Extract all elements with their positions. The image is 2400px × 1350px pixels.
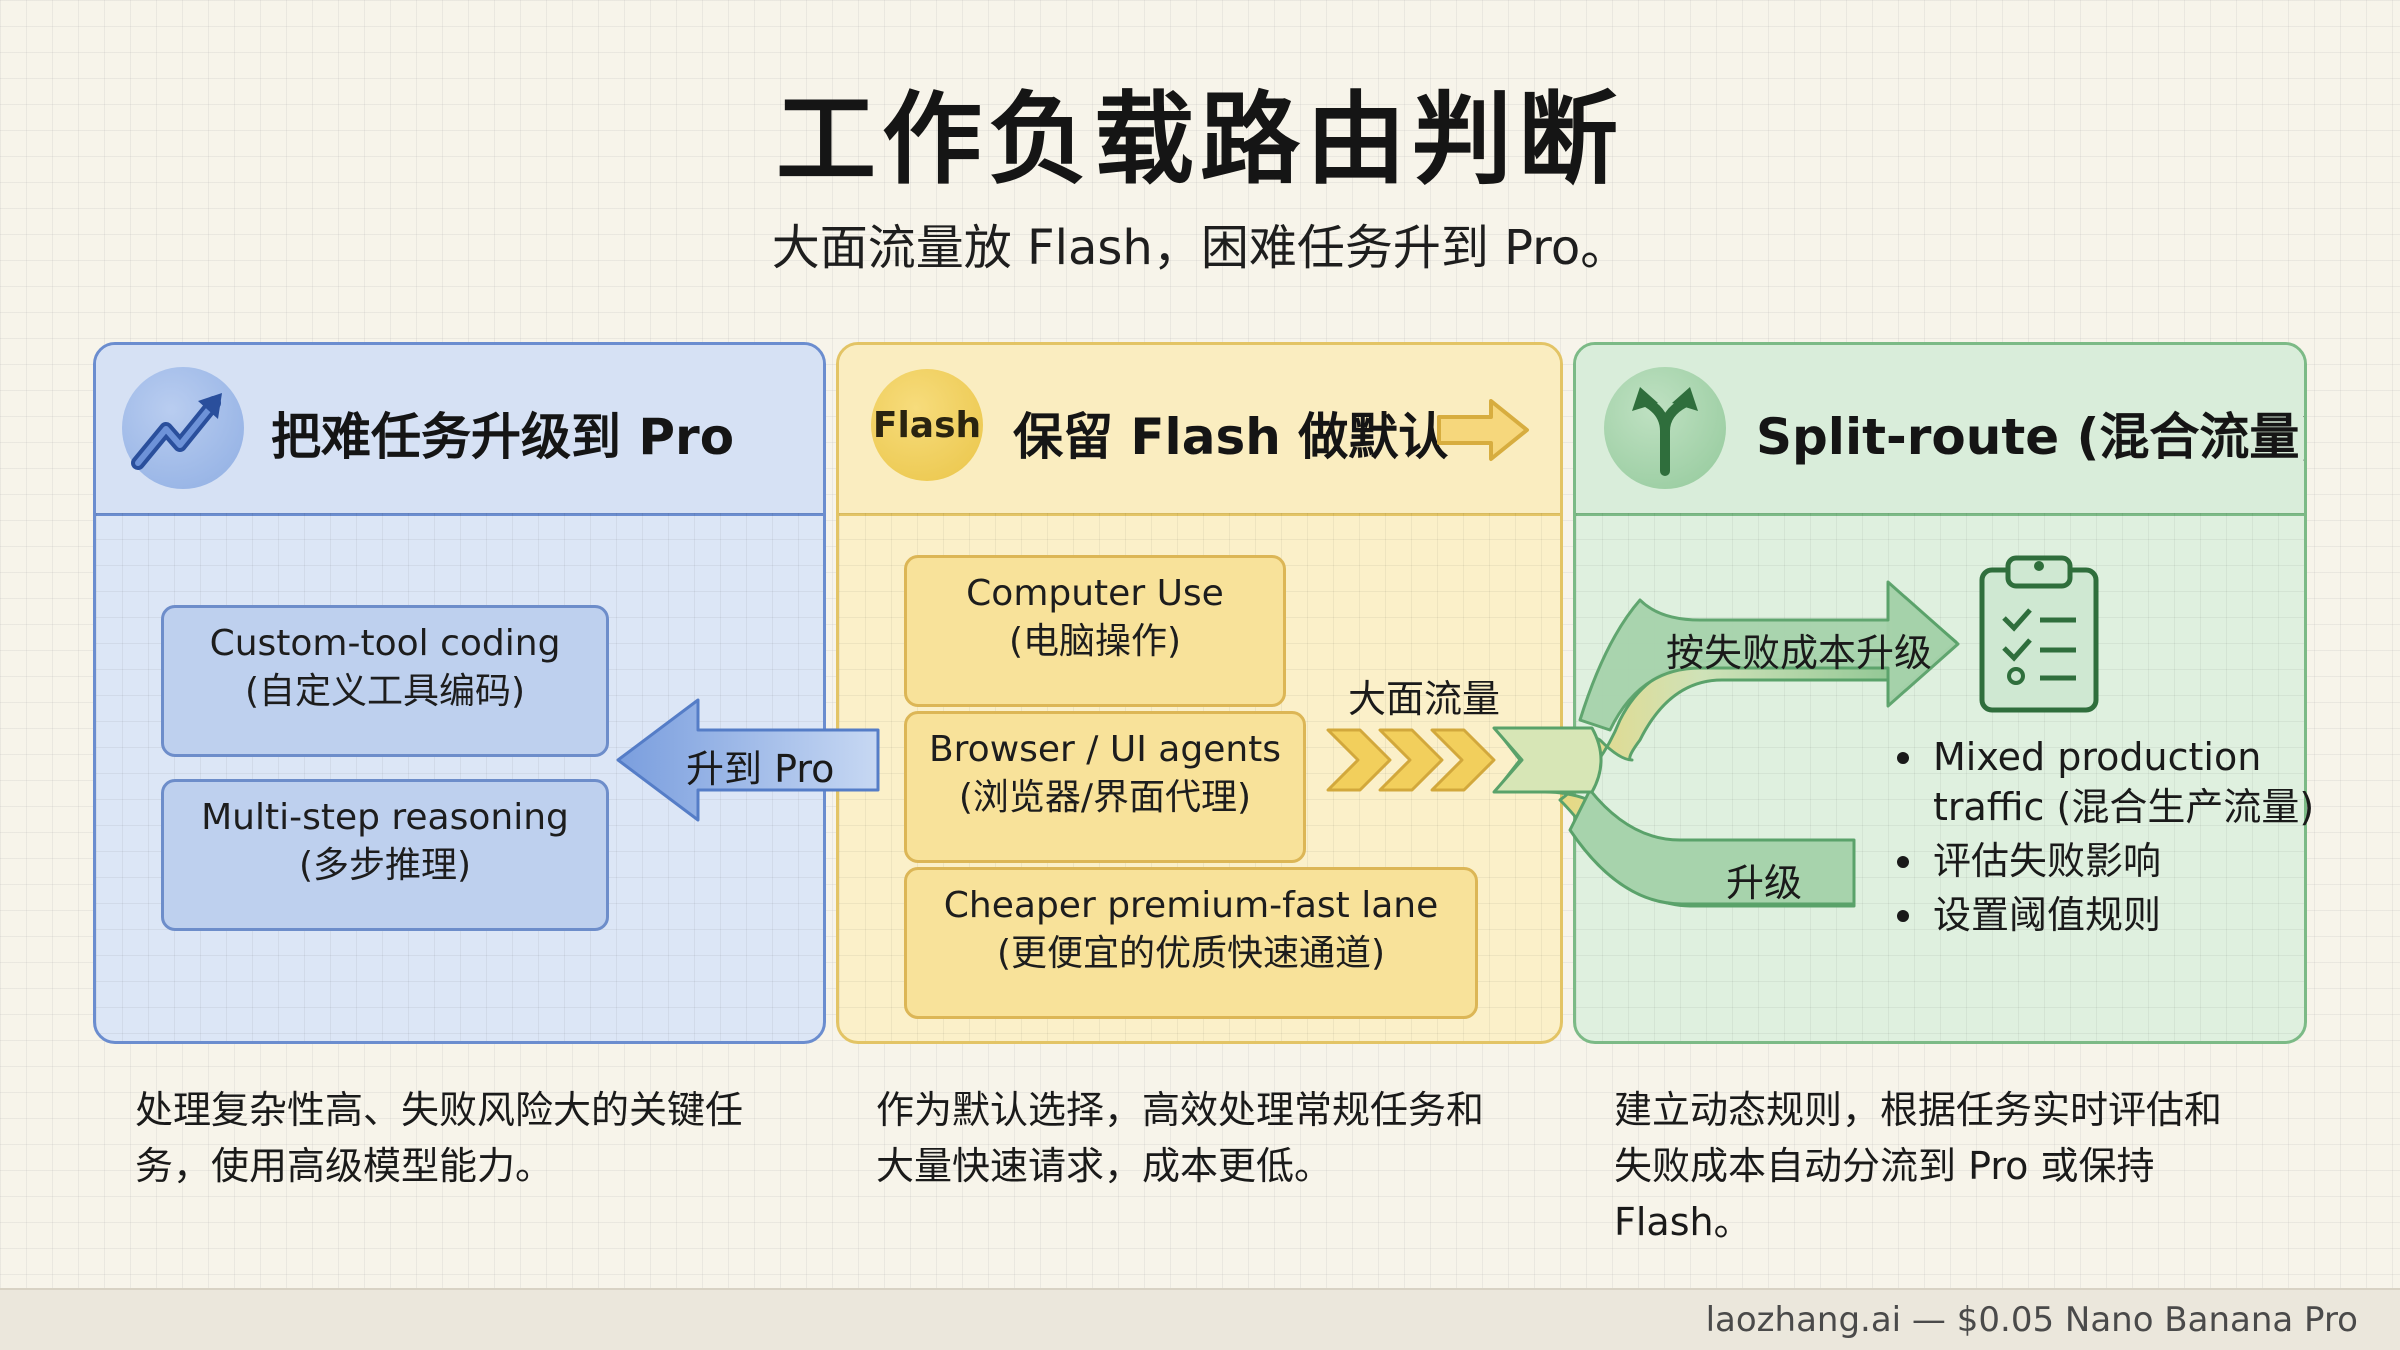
- bullet-item: 评估失败影响: [1895, 836, 2315, 886]
- upper-branch-label: 按失败成本升级: [1666, 631, 1933, 675]
- flash-description: 作为默认选择，高效处理常规任务和大量快速请求，成本更低。: [876, 1088, 1485, 1188]
- bullet-item: Mixed production traffic (混合生产流量): [1895, 732, 2315, 832]
- premium-fast-lane-box: Cheaper premium-fast lane (更便宜的优质快速通道): [904, 867, 1478, 1019]
- custom-tool-coding-box: Custom-tool coding (自定义工具编码): [161, 605, 609, 757]
- lower-branch-label: 升级: [1726, 861, 1803, 905]
- footer-credit: laozhang.ai — $0.05 Nano Banana Pro: [1705, 1300, 2358, 1340]
- clipboard-checklist-icon: [1979, 555, 2099, 713]
- trend-up-arrow-icon: [122, 367, 244, 489]
- split-route-panel: Split-route (混合流量): [1573, 342, 2307, 1044]
- page-title: 工作负载路由判断: [776, 81, 1624, 198]
- bullet-item: 设置阈值规则: [1895, 890, 2315, 940]
- flash-panel: Flash 保留 Flash 做默认 Computer Use (电脑操作) B…: [836, 342, 1563, 1044]
- page-subtitle: 大面流量放 Flash，困难任务升到 Pro。: [771, 220, 1629, 276]
- pro-panel-header: 把难任务升级到 Pro: [96, 345, 823, 516]
- traffic-chevrons: [1326, 728, 1496, 792]
- upper-branch-arrow: [1578, 580, 1960, 732]
- split-route-bullets: Mixed production traffic (混合生产流量) 评估失败影响…: [1895, 732, 2315, 944]
- lower-branch-band: [1568, 788, 1856, 906]
- flash-badge: Flash: [871, 369, 983, 481]
- large-traffic-label: 大面流量: [1348, 677, 1501, 721]
- computer-use-box: Computer Use (电脑操作): [904, 555, 1286, 707]
- upgrade-to-pro-arrow: [616, 698, 880, 822]
- pro-description: 处理复杂性高、失败风险大的关键任务，使用高级模型能力。: [135, 1088, 744, 1188]
- browser-ui-agents-box: Browser / UI agents (浏览器/界面代理): [904, 711, 1306, 863]
- split-route-description: 建立动态规则，根据任务实时评估和失败成本自动分流到 Pro 或保持 Flash。: [1614, 1088, 2223, 1244]
- split-route-panel-heading: Split-route (混合流量): [1756, 408, 2307, 466]
- upgrade-to-pro-label: 升到 Pro: [686, 747, 835, 791]
- pro-panel: 把难任务升级到 Pro Custom-tool coding (自定义工具编码)…: [93, 342, 826, 1044]
- split-route-panel-header: Split-route (混合流量): [1576, 345, 2304, 516]
- flash-panel-header: Flash 保留 Flash 做默认: [839, 345, 1560, 516]
- pro-panel-heading: 把难任务升级到 Pro: [271, 408, 735, 466]
- right-arrow-icon: [1435, 397, 1533, 463]
- split-route-panel-body: [1576, 513, 2304, 1041]
- multi-step-reasoning-box: Multi-step reasoning (多步推理): [161, 779, 609, 931]
- footer-bar: [0, 1288, 2400, 1350]
- split-route-icon: [1604, 367, 1726, 489]
- flash-panel-heading: 保留 Flash 做默认: [1013, 408, 1449, 466]
